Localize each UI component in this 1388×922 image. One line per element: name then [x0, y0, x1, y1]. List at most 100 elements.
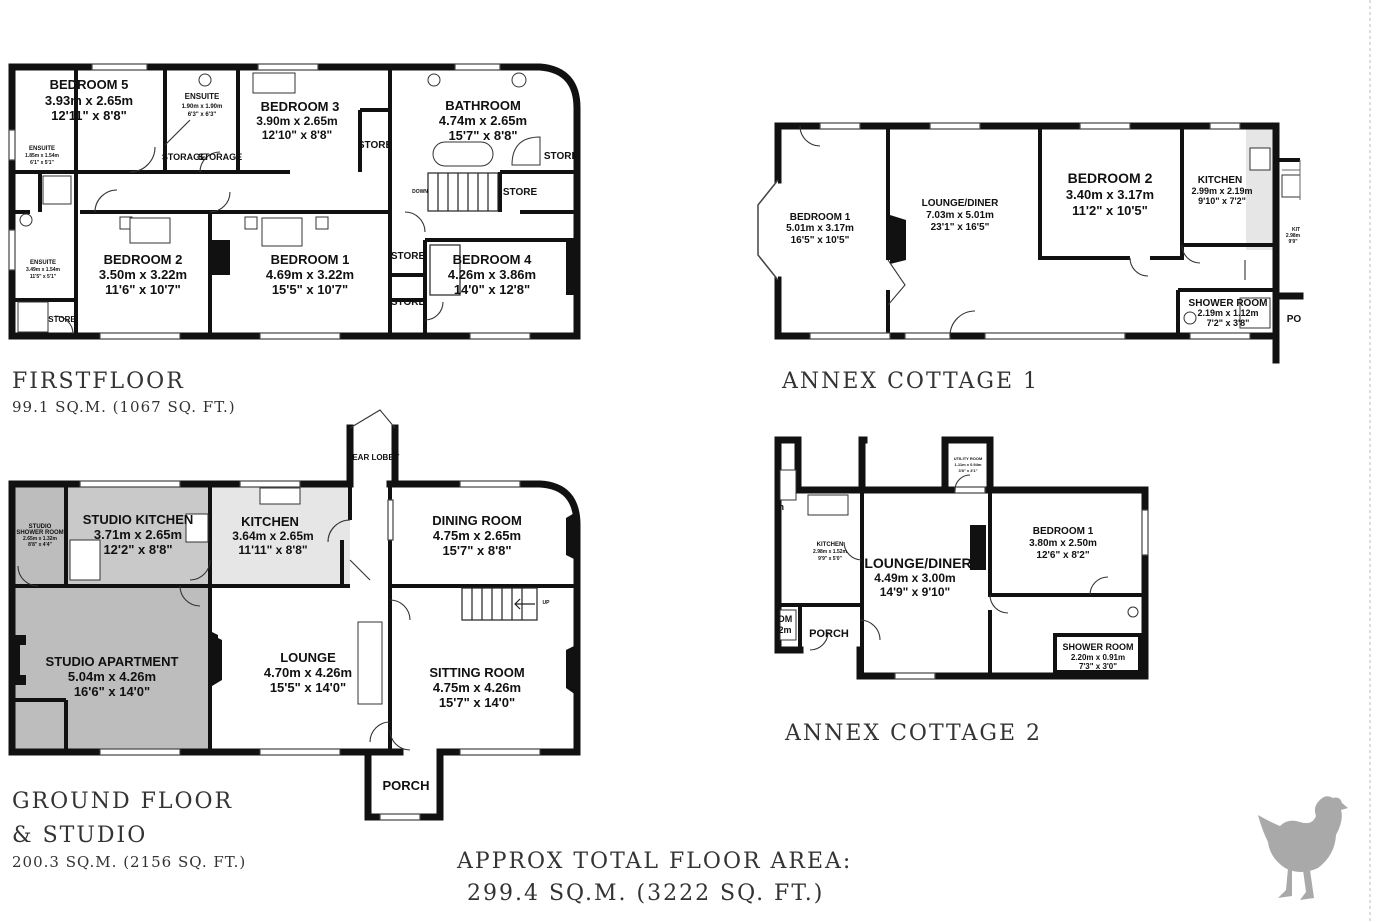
- bedroom2-name: BEDROOM 2: [104, 252, 183, 267]
- annex1-shower-imperial: 7'2" x 3'8": [1207, 318, 1250, 328]
- annex1-kitchen-metric: 2.99m x 2.19m: [1191, 186, 1252, 196]
- sitting-room-name: SITTING ROOM: [429, 665, 524, 680]
- total-area-value: 299.4 SQ.M. (3222 SQ. FT.): [467, 881, 824, 906]
- annex-cottage-1-labels: BEDROOM 1 5.01m x 3.17m 16'5" x 10'5" LO…: [786, 170, 1301, 328]
- dining-room-name: DINING ROOM: [432, 513, 522, 528]
- bedroom5-metric: 3.93m x 2.65m: [45, 93, 133, 108]
- studio-apartment-metric: 5.04m x 4.26m: [68, 669, 156, 684]
- annex2-shower-name: SHOWER ROOM: [1063, 642, 1134, 652]
- annex1-kit-cut-metric: 2.98m: [1286, 233, 1301, 239]
- bedroom2-imperial: 11'6" x 10'7": [105, 282, 181, 297]
- studio-shower-metric: 2.65m x 1.32m: [23, 536, 57, 542]
- lounge-metric: 4.70m x 4.26m: [264, 665, 352, 680]
- annex2-bedroom1-imperial: 12'6" x 8'2": [1036, 550, 1089, 561]
- bedroom1-name: BEDROOM 1: [271, 252, 350, 267]
- annex2-bedroom1-name: BEDROOM 1: [1033, 526, 1094, 537]
- kitchen-metric: 3.64m x 2.65m: [232, 529, 313, 543]
- annex1-porch-cut: PO: [1287, 314, 1302, 325]
- bedroom3-name: BEDROOM 3: [261, 99, 340, 114]
- annex1-kit-cut-name: KIT: [1292, 227, 1300, 233]
- bathroom-imperial: 15'7" x 8'8": [448, 128, 517, 143]
- annex2-kitchen-imperial: 9'9" x 5'0": [818, 556, 842, 562]
- store-b3: STORE: [358, 140, 393, 151]
- annex2-cut-left2-name: OM: [778, 614, 793, 624]
- bedroom5-imperial: 12'11" x 8'8": [51, 108, 127, 123]
- annex2-cut-left2-metric: 2m: [778, 625, 791, 635]
- annex2-utility-name: UTILITY ROOM: [954, 456, 983, 461]
- studio-kitchen-imperial: 12'2" x 8'8": [103, 542, 172, 557]
- annex1-kit-cut-imperial: 9'9": [1288, 239, 1298, 245]
- ground-floor-area: 200.3 SQ.M. (2156 SQ. FT.): [12, 853, 246, 871]
- bathroom-name: BATHROOM: [445, 98, 521, 113]
- annex2-kitchen-name: KITCHEN: [817, 542, 844, 548]
- annex2-lounge-imperial: 14'9" x 9'10": [880, 585, 950, 599]
- porch-label: PORCH: [383, 778, 430, 793]
- ensuite-top-metric: 1.90m x 1.90m: [182, 104, 223, 110]
- annex1-bedroom2-metric: 3.40m x 3.17m: [1066, 187, 1154, 202]
- bedroom4-name: BEDROOM 4: [453, 252, 533, 267]
- annex2-cut-left: m: [776, 502, 784, 512]
- annex1-kitchen-imperial: 9'10" x 7'2": [1198, 196, 1246, 206]
- studio-kitchen-metric: 3.71m x 2.65m: [94, 527, 182, 542]
- sitting-room-metric: 4.75m x 4.26m: [433, 680, 521, 695]
- store-mid-1: STORE: [391, 251, 426, 262]
- ensuite-left-metric: 1.85m x 1.54m: [25, 153, 59, 159]
- bedroom4-metric: 4.26m x 3.86m: [448, 267, 536, 282]
- annex1-lounge-metric: 7.03m x 5.01m: [926, 210, 994, 221]
- annex-cottage-1-plan: [757, 122, 1304, 364]
- sitting-room-imperial: 15'7" x 14'0": [439, 695, 515, 710]
- annex1-shower-metric: 2.19m x 1.12m: [1197, 308, 1258, 318]
- lounge-imperial: 15'5" x 14'0": [270, 680, 346, 695]
- ensuite-left2-imperial: 11'5" x 5'1": [30, 274, 57, 280]
- annex-cottage-2-plan: [774, 436, 1149, 680]
- studio-shower-imperial: 8'8" x 4'4": [28, 542, 52, 548]
- first-floor-plan: [8, 63, 581, 340]
- studio-shower-name1: STUDIO: [29, 524, 52, 530]
- dining-room-imperial: 15'7" x 8'8": [442, 543, 511, 558]
- annex1-bedroom2-name: BEDROOM 2: [1068, 170, 1153, 186]
- storage-1: STORAGE: [162, 152, 206, 162]
- store-e2: STORE: [48, 315, 76, 324]
- studio-kitchen-name: STUDIO KITCHEN: [83, 512, 194, 527]
- bathroom-metric: 4.74m x 2.65m: [439, 113, 527, 128]
- first-floor-labels: BEDROOM 5 3.93m x 2.65m 12'11" x 8'8" EN…: [25, 77, 578, 324]
- studio-apartment-name: STUDIO APARTMENT: [46, 654, 179, 669]
- hen-logo-icon: [1258, 796, 1348, 900]
- ensuite-top-imperial: 6'3" x 6'3": [188, 112, 217, 118]
- annex-cottage-2-labels: m OM 2m UTILITY ROOM 1.11m x 0.94m 3'8" …: [776, 456, 1134, 671]
- bedroom3-imperial: 12'10" x 8'8": [262, 128, 332, 142]
- studio-apartment-imperial: 16'6" x 14'0": [74, 684, 150, 699]
- bedroom4-imperial: 14'0" x 12'8": [454, 282, 530, 297]
- annex1-bedroom2-imperial: 11'2" x 10'5": [1072, 203, 1148, 218]
- ground-floor-plan: [8, 409, 581, 821]
- ensuite-top-name: ENSUITE: [185, 92, 220, 101]
- rear-lobby-label: REAR LOBBY: [347, 453, 401, 462]
- stairs-down-label: DOWN: [412, 189, 428, 195]
- annex2-bedroom1-metric: 3.80m x 2.50m: [1029, 538, 1097, 549]
- first-floor-area: 99.1 SQ.M. (1067 SQ. FT.): [12, 398, 236, 416]
- annex1-lounge-name: LOUNGE/DINER: [922, 198, 999, 209]
- annex2-shower-imperial: 7'3" x 3'0": [1079, 662, 1117, 671]
- ensuite-left2-name: ENSUITE: [30, 260, 56, 266]
- ensuite-left2-metric: 3.49m x 1.54m: [26, 267, 60, 273]
- annex2-kitchen-metric: 2.98m x 1.52m: [813, 549, 847, 555]
- store-bath: STORE: [544, 151, 579, 162]
- annex1-bedroom1-imperial: 16'5" x 10'5": [791, 235, 850, 246]
- total-area-label: APPROX TOTAL FLOOR AREA:: [456, 849, 852, 874]
- bedroom3-metric: 3.90m x 2.65m: [256, 114, 337, 128]
- bedroom1-metric: 4.69m x 3.22m: [266, 267, 354, 282]
- annex2-utility-metric: 1.11m x 0.94m: [955, 462, 982, 467]
- kitchen-imperial: 11'11" x 8'8": [238, 543, 307, 557]
- annex2-lounge-name: LOUNGE/DINER: [864, 555, 971, 571]
- storage-2: STORAGE: [198, 152, 242, 162]
- annex1-lounge-imperial: 23'1" x 16'5": [931, 222, 990, 233]
- annex1-bedroom1-metric: 5.01m x 3.17m: [786, 223, 854, 234]
- ground-floor-title-1: GROUND FLOOR: [12, 789, 233, 814]
- bedroom5-name: BEDROOM 5: [50, 77, 129, 92]
- annex2-lounge-metric: 4.49m x 3.00m: [874, 571, 955, 585]
- annex1-bedroom1-name: BEDROOM 1: [790, 212, 851, 223]
- annex2-utility-imperial: 3'8" x 3'1": [958, 468, 977, 473]
- store-mid-2: STORE: [391, 297, 426, 308]
- stairs-up-label: UP: [543, 600, 551, 606]
